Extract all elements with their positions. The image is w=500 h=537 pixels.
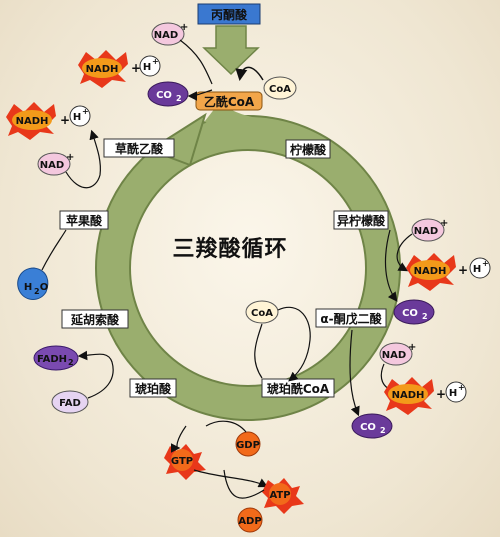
adp-label: ADP xyxy=(238,516,261,527)
acetyl-coa-box: 乙酰CoA xyxy=(195,91,263,111)
cycle-title: 三羧酸循环 xyxy=(172,236,287,262)
nadh-right1-label: NADH xyxy=(414,266,447,277)
nadh-right-2: NADH + H + xyxy=(384,377,467,415)
h-left-sup: + xyxy=(82,107,89,116)
intermediate-alpha-kg: α-酮戊二酸 xyxy=(315,308,387,328)
isocitrate-label: 异柠檬酸 xyxy=(337,213,386,228)
intermediate-isocitrate: 异柠檬酸 xyxy=(333,210,389,230)
gdp: GDP xyxy=(205,420,261,457)
plus-left: + xyxy=(60,113,70,127)
h-left: H xyxy=(73,112,81,123)
coa-ellipse-bottom: CoA xyxy=(245,300,311,382)
co2-top-sub: 2 xyxy=(176,94,182,103)
co2-top-label: CO xyxy=(156,90,172,101)
h-right1-sup: + xyxy=(482,259,489,268)
fad-label: FAD xyxy=(59,398,81,409)
nad-right1-label: NAD xyxy=(414,226,438,237)
plus-top: + xyxy=(131,61,141,75)
nadh-right-1: NADH + H + xyxy=(406,253,491,291)
plus-right2: + xyxy=(436,387,446,401)
gtp: GTP xyxy=(164,425,269,488)
nad-left: NAD + xyxy=(37,129,101,189)
nad-right2-label: NAD xyxy=(382,350,406,361)
nad-right-1: NAD + xyxy=(396,218,448,272)
nadh-top: NADH + H + xyxy=(78,50,161,88)
h-right1: H xyxy=(473,264,481,275)
co2-right-1: CO 2 xyxy=(384,229,435,325)
h-top: H xyxy=(143,62,151,73)
fadh2-label: FADH xyxy=(37,354,67,365)
acetyl-coa-label: 乙酰CoA xyxy=(204,94,255,109)
co2-right2-label: CO xyxy=(360,422,376,433)
h-right2-sup: + xyxy=(458,383,465,392)
malate-label: 苹果酸 xyxy=(66,213,103,228)
plus-right1: + xyxy=(458,263,468,277)
citrate-label: 柠檬酸 xyxy=(290,142,327,157)
coa-ellipse-top: CoA xyxy=(235,66,297,100)
pyruvate-arrow xyxy=(202,25,260,76)
intermediate-succinyl-coa: 琥珀酰CoA xyxy=(261,378,335,398)
gdp-label: GDP xyxy=(236,440,260,451)
nad-right1-sup: + xyxy=(440,218,448,229)
h2o: H 2 O xyxy=(17,229,67,300)
fadh2: FADH 2 xyxy=(33,345,79,371)
nadh-left-label: NADH xyxy=(16,116,49,127)
succinyl-coa-label: 琥珀酰CoA xyxy=(267,381,330,396)
pyruvate-box: 丙酮酸 xyxy=(197,3,261,25)
atp: ATP xyxy=(262,478,304,514)
intermediate-malate: 苹果酸 xyxy=(59,210,109,230)
coa-bottom-label: CoA xyxy=(251,308,273,319)
h2o-h: H xyxy=(24,282,32,293)
nadh-left: NADH + H + xyxy=(6,102,91,140)
nadh-top-label: NADH xyxy=(86,64,119,75)
nad-top: NAD + xyxy=(151,22,213,85)
alpha-kg-label: α-酮戊二酸 xyxy=(320,311,382,326)
intermediate-oxaloacetate: 草酰乙酸 xyxy=(103,138,175,158)
atp-label: ATP xyxy=(269,490,290,501)
succinate-label: 琥珀酸 xyxy=(135,381,172,396)
cycle-ring xyxy=(95,102,401,421)
co2-right1-label: CO xyxy=(402,308,418,319)
adp: ADP xyxy=(223,469,265,533)
intermediate-citrate: 柠檬酸 xyxy=(285,139,331,159)
intermediate-fumarate: 延胡索酸 xyxy=(61,309,129,329)
h-right2: H xyxy=(449,388,457,399)
nadh-right2-label: NADH xyxy=(392,390,425,401)
pyruvate-label: 丙酮酸 xyxy=(211,7,248,22)
nad-top-label: NAD xyxy=(154,30,178,41)
h2o-sub: 2 xyxy=(34,287,40,296)
co2-top: CO 2 xyxy=(147,81,213,107)
coa-top-label: CoA xyxy=(269,84,291,95)
fad: FAD xyxy=(51,350,114,414)
intermediate-succinate: 琥珀酸 xyxy=(129,378,177,398)
co2-right-2: CO 2 xyxy=(349,329,393,439)
oxaloacetate-label: 草酰乙酸 xyxy=(115,141,164,156)
nad-left-label: NAD xyxy=(40,160,64,171)
co2-right1-sub: 2 xyxy=(422,312,428,321)
nad-top-sup: + xyxy=(180,22,188,33)
gtp-label: GTP xyxy=(171,456,193,467)
fadh2-sub: 2 xyxy=(68,358,74,367)
nad-left-sup: + xyxy=(66,152,74,163)
co2-right2-sub: 2 xyxy=(380,426,386,435)
nad-right-2: NAD + xyxy=(379,342,416,395)
h2o-o: O xyxy=(40,282,49,293)
nad-right2-sup: + xyxy=(408,342,416,353)
fumarate-label: 延胡索酸 xyxy=(70,312,120,327)
h-top-sup: + xyxy=(152,57,159,66)
